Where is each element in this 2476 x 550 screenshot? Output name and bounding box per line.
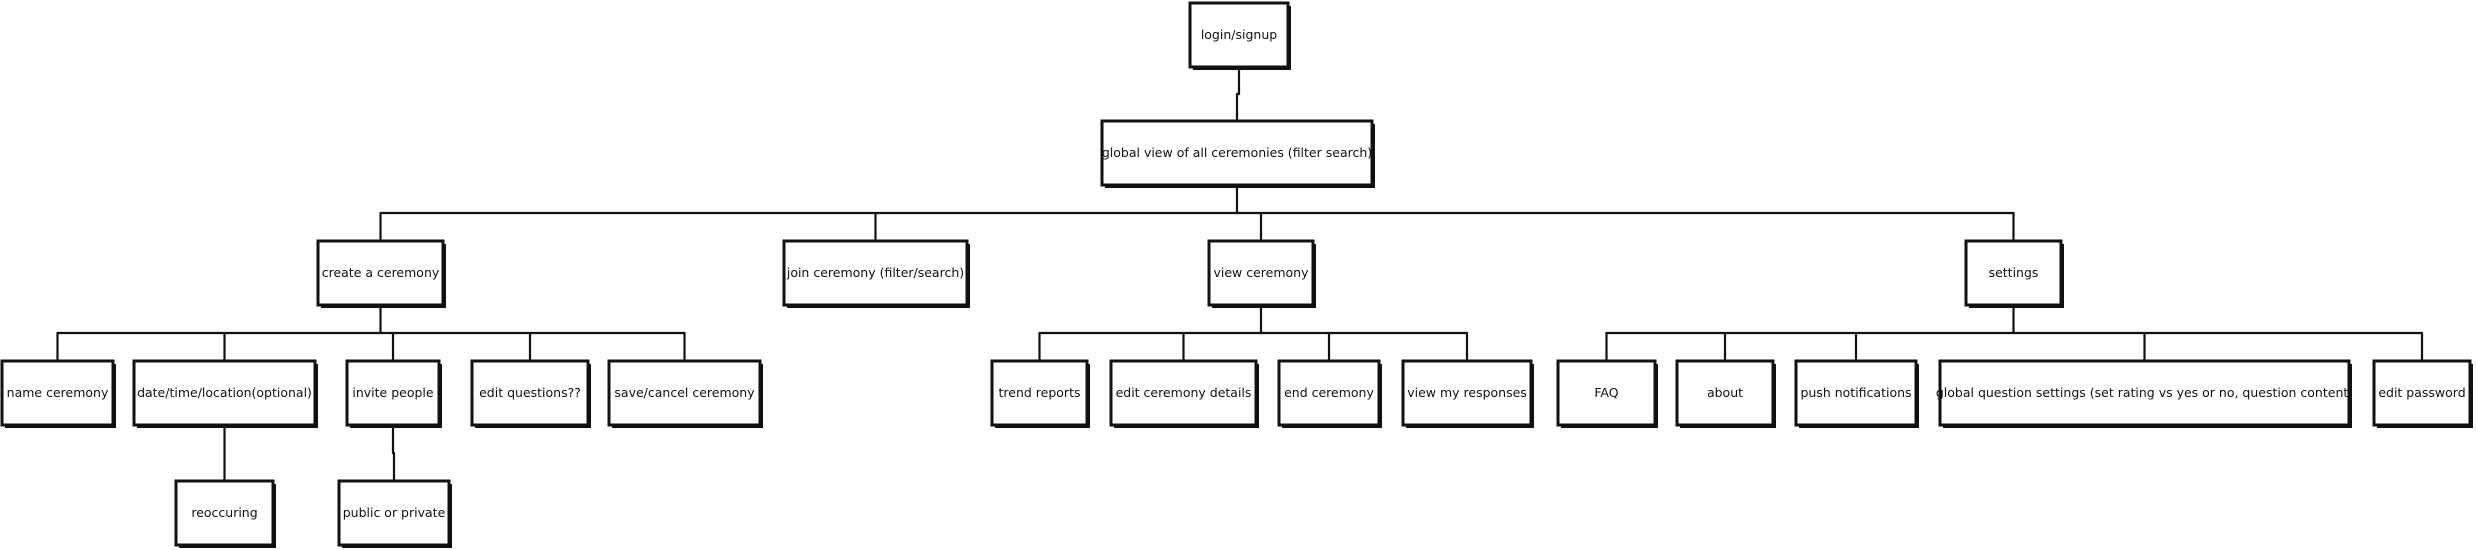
node-label: date/time/location(optional) [137,385,312,400]
node-password: edit password [2372,359,2473,428]
node-label: view my responses [1407,385,1527,400]
node-box [1794,359,1918,427]
node-box [1964,239,2063,307]
node-box [1188,1,1290,69]
node-box [0,359,115,427]
node-box [174,479,275,547]
node-box [132,359,317,427]
node-box [470,359,590,427]
node-datetime: date/time/location(optional) [132,359,318,428]
node-label: name ceremony [7,385,109,400]
node-join: join ceremony (filter/search) [782,239,970,308]
node-create: create a ceremony [316,239,446,308]
node-label: edit password [2378,385,2465,400]
node-end: end ceremony [1277,359,1382,428]
node-label: FAQ [1594,385,1618,400]
node-box [337,479,451,547]
node-label: public or private [343,505,446,520]
node-box [1401,359,1533,427]
node-box [782,239,969,307]
node-box [1277,359,1381,427]
node-invite: invite people [345,359,442,428]
node-label: reoccuring [191,505,257,520]
node-login: login/signup [1188,1,1291,70]
node-box [1100,119,1374,187]
node-box [1675,359,1775,427]
node-name: name ceremony [0,359,116,428]
node-savecancel: save/cancel ceremony [607,359,763,428]
node-label: invite people [352,385,434,400]
node-responses: view my responses [1401,359,1534,428]
node-editdetails: edit ceremony details [1109,359,1259,428]
node-label: view ceremony [1213,265,1309,280]
node-box [345,359,441,427]
node-box [316,239,445,307]
node-label: global question settings (set rating vs … [1936,385,2353,400]
node-label: edit questions?? [479,385,581,400]
node-label: create a ceremony [322,265,440,280]
node-label: about [1707,385,1743,400]
node-label: trend reports [999,385,1081,400]
node-box [607,359,762,427]
node-label: login/signup [1201,27,1277,42]
node-label: edit ceremony details [1116,385,1252,400]
node-reoccuring: reoccuring [174,479,276,548]
node-box [2372,359,2472,427]
node-box [1938,359,2351,427]
node-label: push notifications [1800,385,1911,400]
node-about: about [1675,359,1776,428]
node-global: global view of all ceremonies (filter se… [1100,119,1375,188]
node-public: public or private [337,479,452,548]
node-trend: trend reports [990,359,1090,428]
node-settings: settings [1964,239,2064,308]
connector-lines [56,65,2424,483]
node-editq: edit questions?? [470,359,591,428]
node-label: settings [1989,265,2039,280]
node-label: save/cancel ceremony [614,385,755,400]
node-push: push notifications [1794,359,1919,428]
node-faq: FAQ [1556,359,1658,428]
node-view: view ceremony [1207,239,1316,308]
node-globalq: global question settings (set rating vs … [1936,359,2353,428]
node-label: join ceremony (filter/search) [786,265,964,280]
node-box [1207,239,1315,307]
node-box [1556,359,1657,427]
node-label: end ceremony [1284,385,1374,400]
node-label: global view of all ceremonies (filter se… [1102,145,1372,160]
node-box [990,359,1089,427]
node-box [1109,359,1258,427]
